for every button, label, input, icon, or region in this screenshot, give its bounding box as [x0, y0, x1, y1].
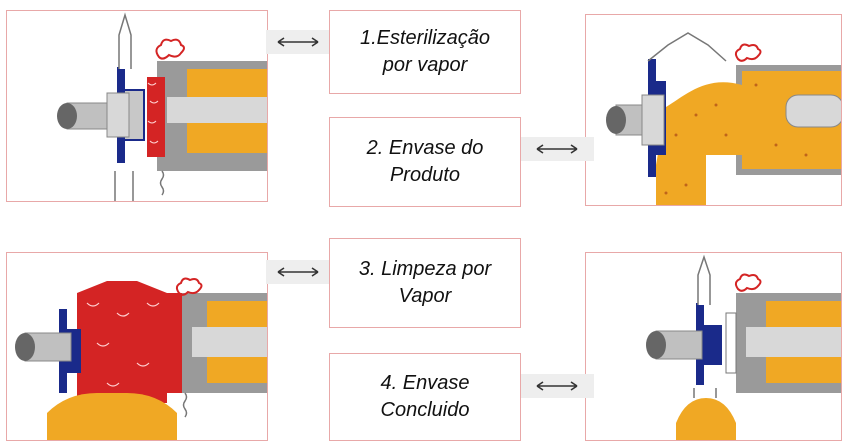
- diagram-panel-product-filling: [585, 14, 842, 206]
- step-3-line-2: Vapor: [398, 285, 452, 307]
- step-3-line-1: 3. Limpeza por: [358, 258, 492, 280]
- steam-puff-icon: [734, 273, 762, 292]
- diagram-panel-filling-complete: [585, 252, 842, 441]
- condensate-drip-icon: [182, 392, 188, 418]
- step-4-line-2: Concluido: [380, 399, 470, 421]
- step-2-line-2: Produto: [389, 164, 461, 186]
- step-4-label: 4. Envase Concluido: [329, 353, 521, 441]
- condensate-drip-icon: [159, 170, 165, 196]
- step-1-label: 1.Esterilização por vapor: [329, 10, 521, 94]
- double-arrow-icon: [266, 30, 330, 54]
- step-2-label: 2. Envase do Produto: [329, 117, 521, 207]
- steam-puff-icon: [155, 38, 185, 60]
- steam-puff-icon: [175, 277, 203, 296]
- diagram-panel-steam-cleaning: [6, 252, 268, 441]
- double-arrow-icon: [520, 137, 594, 161]
- step-1-line-2: por vapor: [382, 54, 468, 76]
- double-arrow-icon: [520, 374, 594, 398]
- step-1-line-1: 1.Esterilização: [359, 27, 491, 49]
- step-4-line-1: 4. Envase: [380, 372, 470, 394]
- diagram-panel-sterilization: [6, 10, 268, 202]
- step-3-label: 3. Limpeza por Vapor: [329, 238, 521, 328]
- double-arrow-icon: [266, 260, 330, 284]
- step-2-line-1: 2. Envase do: [366, 137, 484, 159]
- steam-puff-icon: [734, 43, 762, 62]
